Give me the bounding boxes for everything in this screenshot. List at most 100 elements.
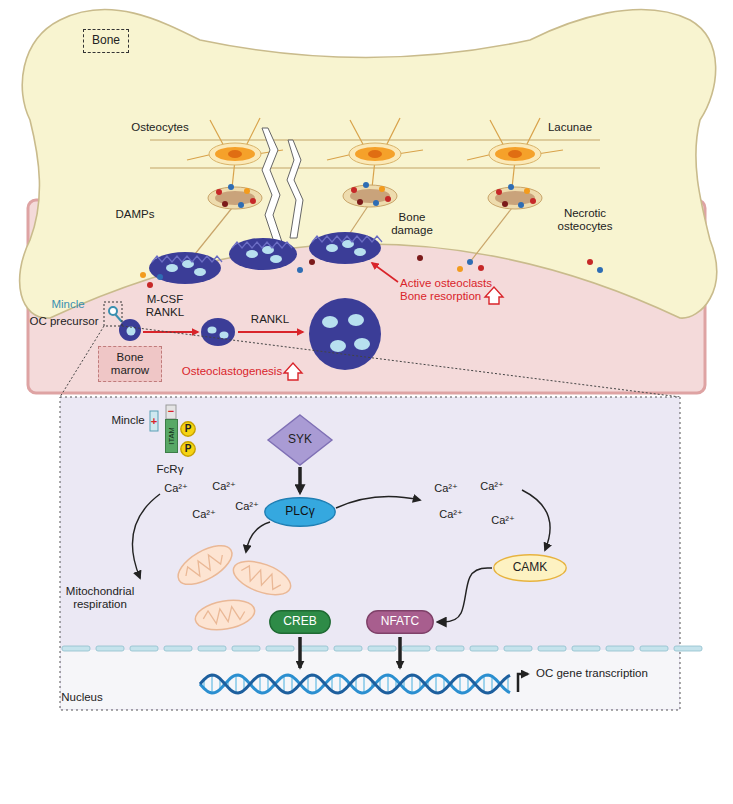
bone-shape bbox=[20, 10, 717, 319]
node-text-block: P bbox=[185, 423, 192, 435]
nucleus-region bbox=[61, 650, 679, 709]
signal-connector bbox=[439, 568, 492, 622]
red-arrow bbox=[238, 331, 303, 333]
signal-arrow bbox=[522, 490, 550, 550]
osteocyte-nucleus bbox=[368, 150, 382, 158]
damp-dot bbox=[467, 259, 473, 265]
damp-dot bbox=[478, 265, 484, 271]
damp-dot bbox=[457, 266, 463, 272]
enzyme-ellipse: PLCγ bbox=[264, 497, 336, 527]
transcription-arrow bbox=[518, 674, 528, 692]
signal-arrow bbox=[132, 490, 550, 578]
osteoclast bbox=[166, 264, 178, 272]
structure-label: Bone damage bbox=[386, 211, 438, 237]
cytokine-label: M-CSF RANKL bbox=[143, 293, 187, 319]
process-label: Active osteoclasts Bone resorption bbox=[400, 277, 518, 303]
oc-precursor-cell bbox=[104, 302, 122, 326]
osteoclast bbox=[194, 268, 206, 276]
signal-arrow bbox=[336, 496, 420, 508]
node-text-block: SYK bbox=[288, 433, 312, 447]
node-text-block: Bone marrow bbox=[105, 351, 155, 377]
node-text-block: CREB bbox=[283, 615, 316, 629]
nuclear-membrane bbox=[232, 646, 260, 651]
transcription-arrow bbox=[300, 637, 528, 692]
osteoclast bbox=[246, 250, 258, 258]
lamella-line bbox=[150, 139, 600, 140]
structure-label: Osteocytes bbox=[131, 121, 189, 134]
damp-dot bbox=[309, 259, 315, 265]
damp-dot bbox=[597, 267, 603, 273]
signal-arrow bbox=[132, 494, 160, 578]
osteoclast bbox=[326, 244, 338, 252]
osteocyte bbox=[355, 147, 395, 161]
nuclear-membrane bbox=[538, 646, 566, 651]
ion-label: Ca²⁺ bbox=[164, 482, 188, 495]
kinase-ellipse: CAMK bbox=[493, 554, 567, 582]
red-arrow bbox=[284, 363, 302, 380]
mitochondrion bbox=[172, 538, 238, 592]
process-label: Mitochondrial respiration bbox=[54, 585, 146, 611]
damp-dot bbox=[518, 202, 524, 208]
dna-rung bbox=[339, 675, 341, 692]
mitochondrion bbox=[193, 596, 257, 634]
bone-marrow-tag: Bone marrow bbox=[98, 346, 162, 382]
node-text-block: P bbox=[185, 443, 192, 455]
nuclear-membrane bbox=[368, 646, 396, 651]
differentiating-cell bbox=[201, 318, 235, 346]
dna-rung bbox=[363, 675, 365, 693]
osteocyte-nucleus bbox=[228, 150, 242, 158]
node-label: ITAM bbox=[167, 427, 176, 444]
damp-dot bbox=[587, 259, 593, 265]
dendrite bbox=[195, 208, 232, 254]
osteoclast bbox=[229, 238, 297, 270]
lamella-line bbox=[150, 140, 600, 168]
lacuna bbox=[349, 143, 401, 165]
osteocyte bbox=[495, 147, 535, 161]
mitochondrion bbox=[193, 596, 257, 634]
kinase-ellipse-shape bbox=[494, 555, 566, 581]
differentiating-cell bbox=[330, 340, 346, 352]
nuclear-membrane bbox=[504, 646, 532, 651]
nuclear-membrane bbox=[198, 646, 226, 651]
differentiating-cell bbox=[354, 338, 370, 350]
itam-motif: ITAM bbox=[165, 419, 178, 453]
osteoclast bbox=[309, 232, 381, 264]
lacuna bbox=[343, 185, 397, 207]
ion-label: Ca²⁺ bbox=[235, 500, 259, 513]
dna-rung bbox=[483, 676, 485, 692]
oc-precursor-cell bbox=[109, 307, 117, 315]
node-label: CAMK bbox=[513, 561, 548, 575]
osteoclast bbox=[312, 236, 382, 242]
osteocyte bbox=[215, 147, 255, 161]
damp-dot bbox=[508, 184, 514, 190]
differentiating-cell bbox=[309, 298, 381, 370]
zoom-panel bbox=[60, 397, 680, 710]
zoom-line bbox=[60, 326, 680, 397]
damp-dot bbox=[140, 182, 603, 288]
osteoclast bbox=[354, 248, 366, 256]
structure-label: Lacunae bbox=[548, 121, 592, 134]
damp-dot bbox=[502, 201, 508, 207]
damp-dot bbox=[140, 272, 146, 278]
charge-sign: + bbox=[151, 415, 157, 428]
node-label: Bone marrow bbox=[105, 351, 155, 377]
dna-rung bbox=[283, 676, 285, 692]
ion-label: Ca²⁺ bbox=[434, 482, 458, 495]
charge-sign: − bbox=[168, 405, 174, 418]
dendrite bbox=[525, 118, 540, 148]
damp-dot bbox=[357, 199, 363, 205]
osteoclast bbox=[152, 256, 222, 262]
bone-crack bbox=[262, 128, 282, 242]
differentiating-cell bbox=[220, 332, 229, 339]
osteoclast bbox=[149, 232, 382, 284]
nuclear-membrane bbox=[164, 646, 192, 651]
nuclear-membrane bbox=[640, 646, 668, 651]
damp-dot bbox=[250, 198, 256, 204]
process-label: OC gene transcription bbox=[536, 667, 648, 680]
node-text-block: CAMK bbox=[513, 561, 548, 575]
damp-dot bbox=[363, 182, 369, 188]
mitochondrion bbox=[229, 555, 295, 602]
